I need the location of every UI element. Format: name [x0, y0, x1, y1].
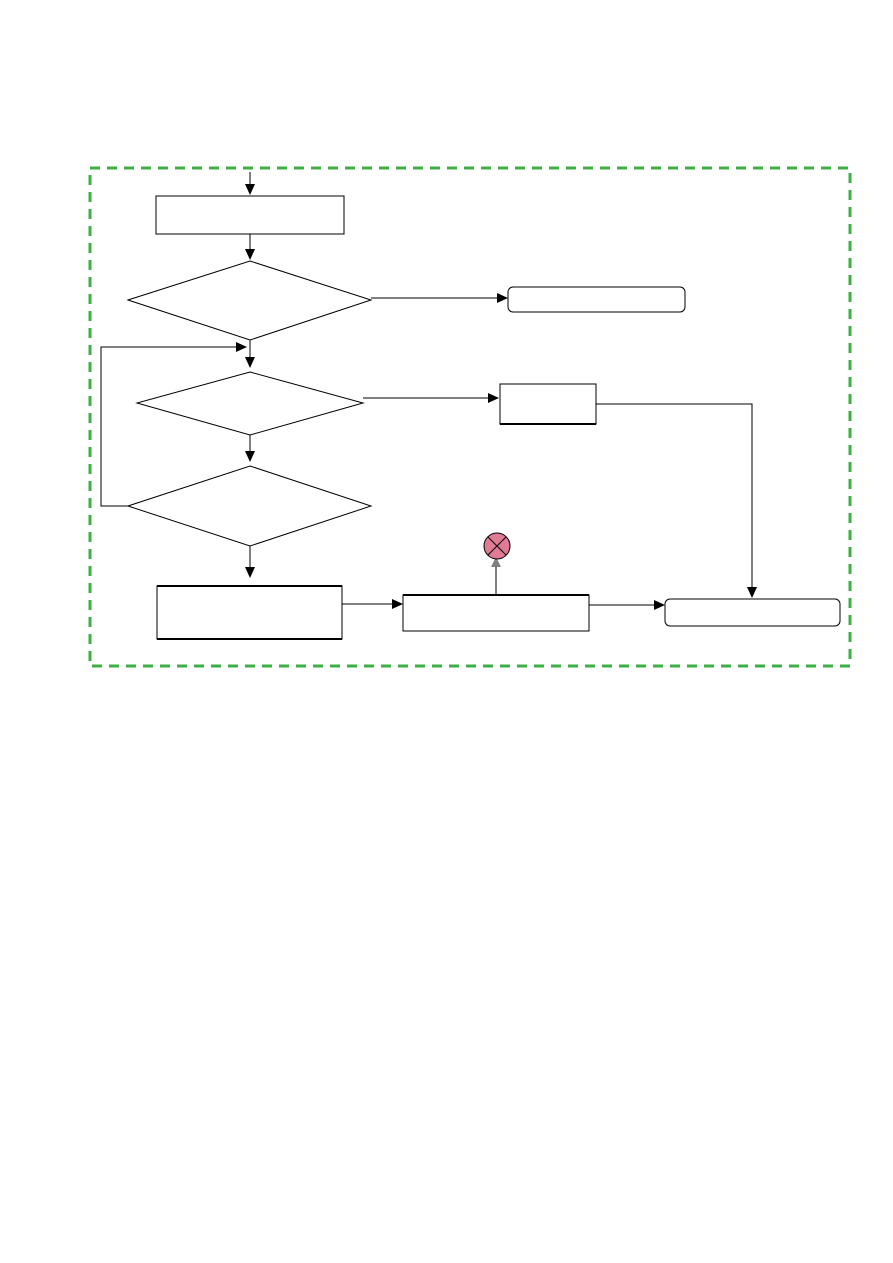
- second-decision-outcome-node[interactable]: [499, 383, 597, 425]
- arrowhead-lower-process: [245, 567, 255, 578]
- cancel-x-circle-icon[interactable]: [483, 532, 511, 560]
- dashed-group-frame: [88, 166, 852, 668]
- first-decision-node[interactable]: [126, 260, 373, 341]
- loop-back-connector: [100, 346, 236, 507]
- arrowhead-outcome-2: [488, 393, 499, 403]
- arrowhead-end-from-left: [654, 600, 665, 610]
- arrowhead-end-from-top: [747, 587, 757, 598]
- end-terminal-node[interactable]: [664, 598, 841, 627]
- arrowhead-decision-1: [245, 249, 255, 260]
- third-decision-node[interactable]: [126, 465, 373, 547]
- arrowhead-outcome-1: [497, 293, 508, 303]
- lower-process-node[interactable]: [156, 585, 343, 640]
- arrowhead-middle-process: [392, 599, 403, 609]
- middle-process-node[interactable]: [402, 594, 590, 632]
- arrowhead-cancel-marker: [491, 557, 501, 567]
- first-decision-outcome-node[interactable]: [507, 286, 686, 313]
- entry-process-node[interactable]: [155, 195, 345, 235]
- arrowhead-decision-2: [245, 357, 255, 368]
- connector-outcome-2-to-end: [596, 403, 753, 587]
- arrowhead-decision-3: [245, 451, 255, 462]
- entry-arrowhead: [245, 184, 255, 195]
- loop-back-arrowhead: [236, 342, 247, 352]
- second-decision-node[interactable]: [135, 371, 365, 436]
